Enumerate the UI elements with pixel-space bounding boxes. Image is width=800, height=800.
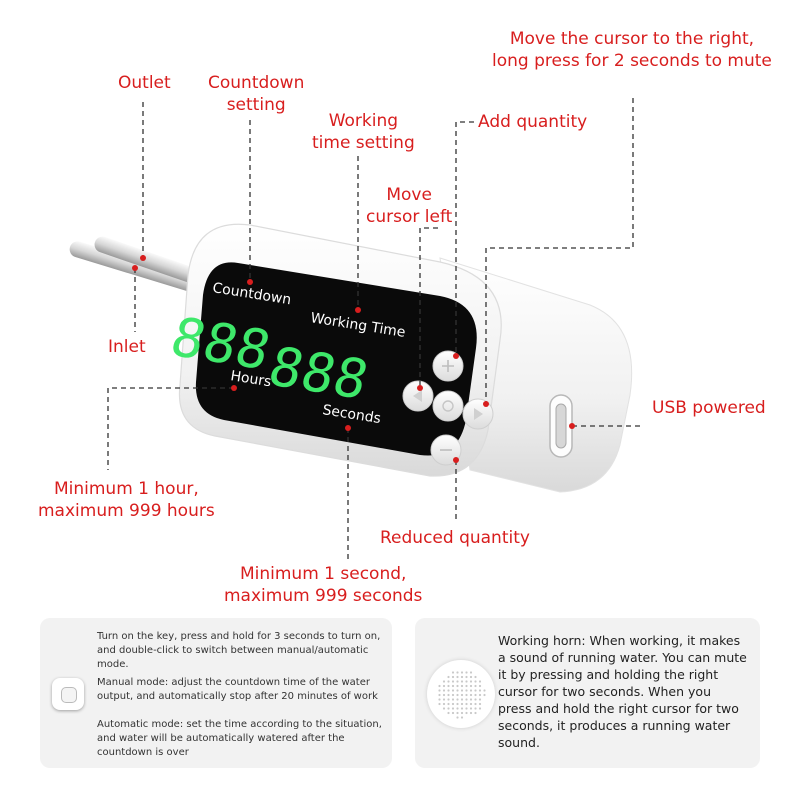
left-button[interactable]: [402, 380, 434, 412]
countdown-digits: 888: [164, 306, 277, 382]
callout-usb-powered: USB powered: [652, 398, 766, 418]
callout-min-hours: Minimum 1 hour, maximum 999 hours: [38, 479, 215, 521]
hours-label: Hours: [229, 368, 272, 390]
horn-description: Working horn: When working, it makes a s…: [498, 633, 747, 750]
callout-move-cursor-left: Move cursor left: [366, 185, 453, 227]
info-automatic-text: Automatic mode: set the time according t…: [97, 719, 382, 758]
callout-countdown-setting: Countdown setting: [208, 73, 305, 115]
callout-working-time-setting: Working time setting: [312, 111, 415, 153]
center-button[interactable]: [432, 390, 464, 422]
info-box-modes: Turn on the key, press and hold for 3 se…: [40, 618, 392, 768]
working-digits: 888: [262, 335, 375, 411]
power-key-icon: [52, 678, 84, 710]
callout-inlet: Inlet: [108, 337, 146, 357]
info-box-horn: Working horn: When working, it makes a s…: [415, 618, 760, 768]
usb-c-port-icon: [555, 403, 567, 449]
marker-dots: [132, 255, 575, 463]
callout-outlet: Outlet: [118, 73, 171, 93]
leader-add-quantity: [455, 121, 474, 356]
display-screen: [195, 262, 477, 456]
speaker-grille: [438, 671, 486, 719]
plus-icon: [442, 360, 454, 372]
usb-c-port[interactable]: [549, 394, 573, 458]
info-manual-text: Manual mode: adjust the countdown time o…: [97, 677, 378, 702]
leader-move-left: [419, 227, 438, 388]
info-power-text: Turn on the key, press and hold for 3 se…: [97, 631, 381, 670]
right-arrow-icon: [474, 408, 483, 420]
minus-button[interactable]: [430, 434, 462, 466]
callout-reduced-quantity: Reduced quantity: [380, 528, 530, 548]
callout-min-seconds: Minimum 1 second, maximum 999 seconds: [224, 564, 423, 606]
speaker-icon: [427, 660, 495, 728]
outlet-tube: [69, 241, 214, 297]
center-button-icon: [442, 400, 454, 412]
leader-min-hours: [107, 387, 234, 470]
callout-move-cursor-right: Move the cursor to the right, long press…: [492, 29, 772, 71]
leader-move-right: [485, 98, 634, 404]
callout-add-quantity: Add quantity: [478, 112, 588, 132]
leader-lines: [107, 98, 644, 562]
left-arrow-icon: [413, 390, 422, 402]
